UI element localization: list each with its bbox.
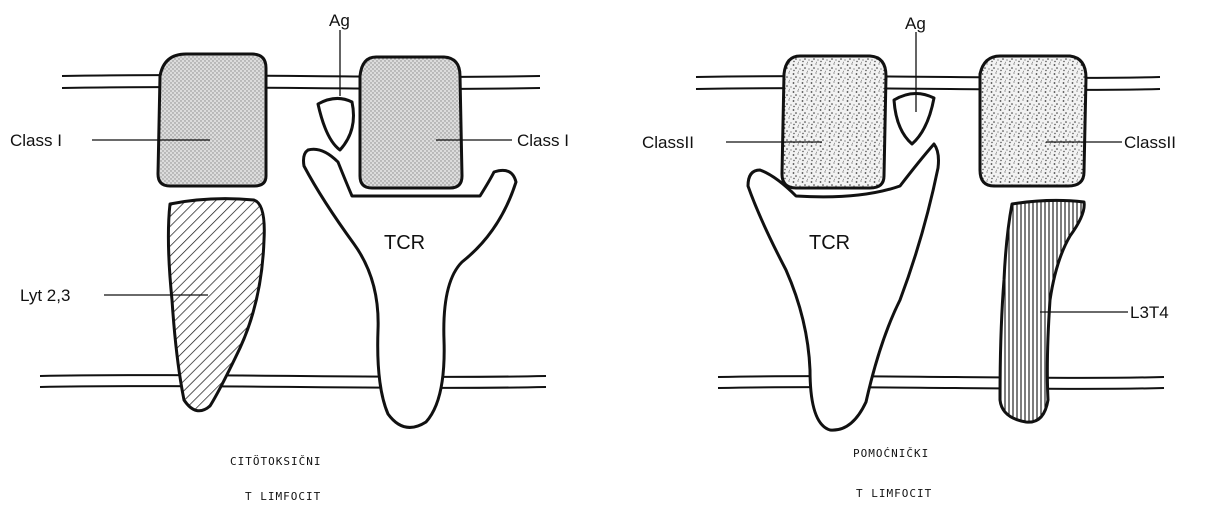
label-class-ii-left: ClassII [642,133,694,152]
label-class-i-left: Class I [10,131,62,150]
label-l3t4: L3T4 [1130,303,1169,322]
mhc-class-ii-left [782,56,886,188]
mhc-class-i-left [158,54,266,186]
mhc-class-ii-right [980,56,1086,186]
caption-line-2-right: T LIMFOCIT [856,487,932,500]
label-class-i-right: Class I [517,131,569,150]
label-lyt-2-3: Lyt 2,3 [20,286,70,305]
tcell-membrane-left [40,375,546,388]
panel-cytotoxic: Ag Class I Class I Lyt 2,3 TCR CITÖTOKSI… [10,11,569,503]
label-ag-right: Ag [905,14,926,33]
antigen-left [318,98,354,150]
antigen-right [894,93,934,144]
label-tcr-left: TCR [384,232,425,254]
tcr-left [304,149,517,427]
label-tcr-right: TCR [809,232,850,254]
apc-membrane-right [696,76,1160,90]
lyt-2-3-coreceptor [168,199,264,411]
caption-line-2-left: T LIMFOCIT [245,490,321,503]
caption-line-1-left: CITÖTOKSIČNI [230,455,321,468]
label-class-ii-right: ClassII [1124,133,1176,152]
caption-line-1-right: POMOĆNIČKI [853,447,929,460]
panel-helper: Ag ClassII ClassII L3T4 TCR POMOĆNIČKI T… [642,14,1176,500]
label-ag-left: Ag [329,11,350,30]
apc-membrane-left [62,75,540,89]
mhc-class-i-right [360,57,462,188]
tcell-membrane-right [718,376,1164,389]
